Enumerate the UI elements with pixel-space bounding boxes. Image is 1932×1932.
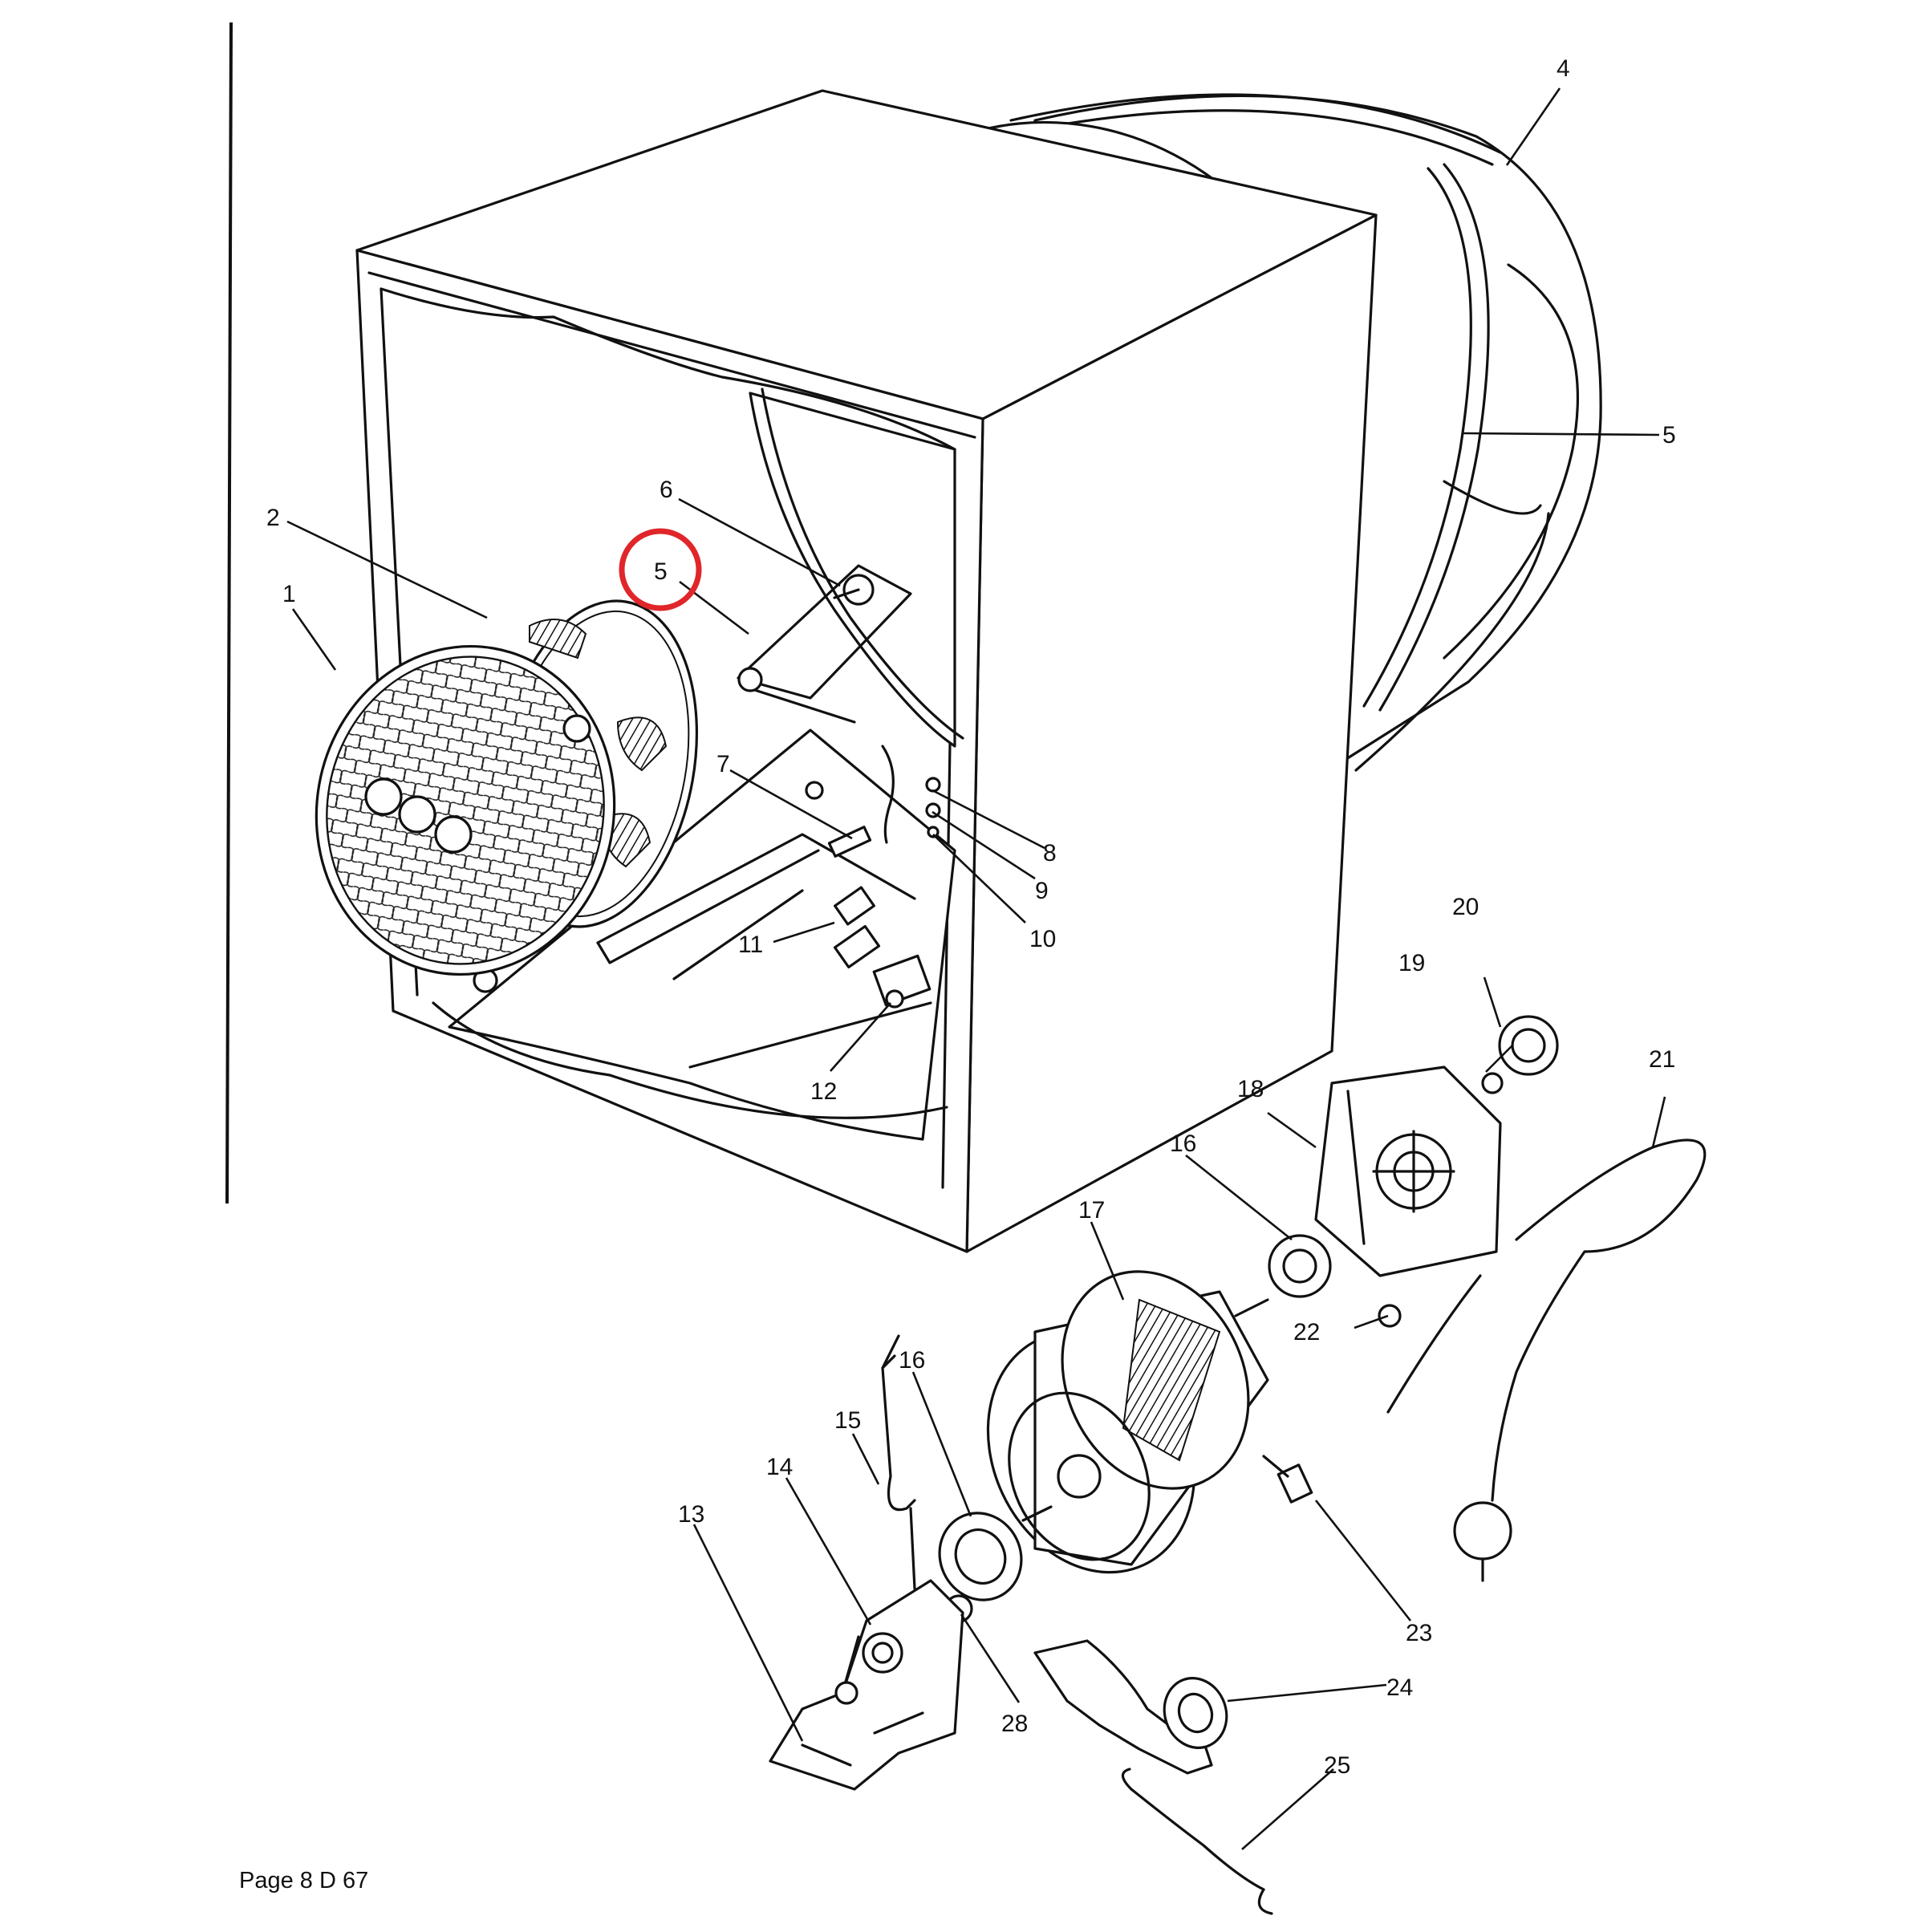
page-footer: Page 8 D 67 [239,1868,369,1893]
callout-labels: 1 2 4 5 5 6 7 8 9 10 11 12 13 14 15 16 1… [266,55,1676,1779]
callout-4: 4 [1557,55,1570,82]
callout-19: 19 [1398,950,1425,976]
callout-8: 8 [1043,840,1057,867]
callout-22: 22 [1293,1319,1320,1346]
callout-24: 24 [1386,1674,1413,1701]
fan-assembly [315,599,699,976]
callout-2: 2 [266,505,280,531]
callout-1: 1 [282,581,296,607]
callout-23: 23 [1406,1620,1432,1646]
tension-parts [1033,1455,1313,1915]
callout-12: 12 [810,1078,837,1105]
callout-7: 7 [716,751,730,777]
motor-assembly [938,1015,1707,1623]
callout-16-lower: 16 [899,1347,925,1374]
callout-11: 11 [738,932,763,958]
callout-28: 28 [1001,1711,1028,1737]
leader-lines [286,87,1666,1850]
callout-21: 21 [1649,1046,1675,1073]
callout-6: 6 [660,477,673,503]
motor-bracket [769,1334,964,1791]
cabinet-small-parts [827,745,941,1009]
callout-5-left: 5 [654,558,668,585]
callout-18: 18 [1237,1076,1264,1102]
callout-25: 25 [1324,1752,1350,1779]
margin-rule [225,22,233,1204]
callout-15: 15 [834,1407,861,1434]
callout-16-upper: 16 [1170,1130,1196,1157]
callout-14: 14 [766,1454,793,1480]
callout-13: 13 [678,1501,704,1528]
callout-5-right: 5 [1662,422,1676,448]
callout-20: 20 [1452,894,1479,920]
callout-10: 10 [1029,926,1056,952]
callout-9: 9 [1035,878,1049,904]
callout-17: 17 [1078,1197,1105,1224]
highlight-circle [619,528,702,611]
motor-belt [737,564,912,724]
